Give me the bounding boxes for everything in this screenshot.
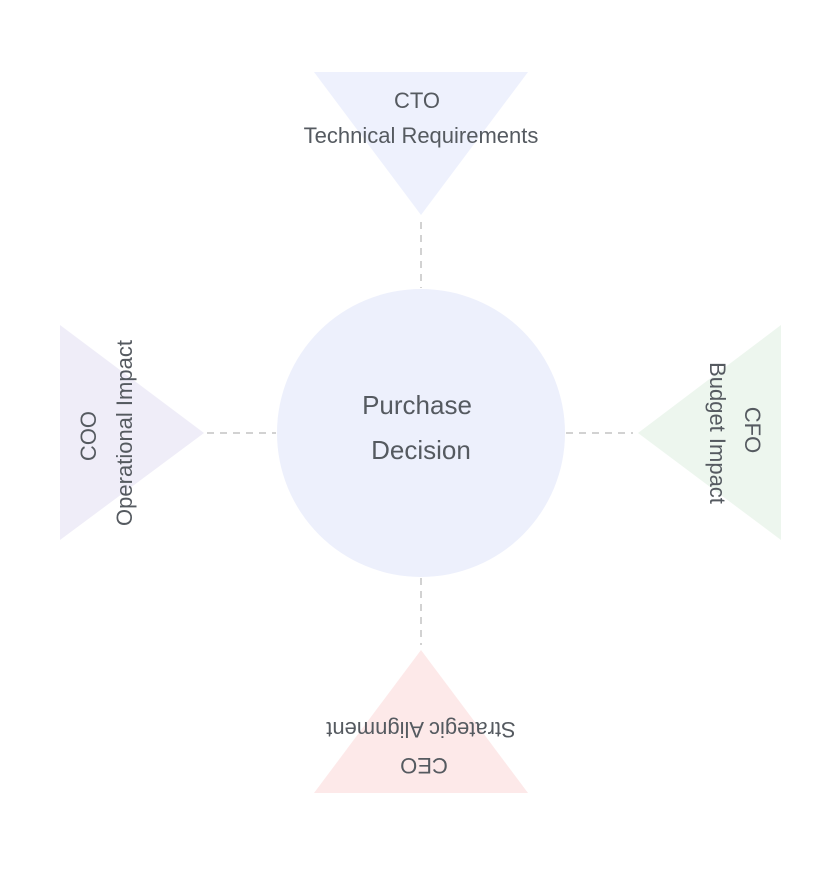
center-node: Purchase Decision	[277, 289, 565, 577]
stakeholder-cto: CTO Technical Requirements	[304, 72, 539, 215]
center-circle	[277, 289, 565, 577]
center-label-line1: Purchase	[362, 390, 472, 420]
cto-triangle	[314, 72, 528, 215]
center-label-line2: Decision	[371, 435, 471, 465]
cfo-focus-label: Budget Impact	[705, 362, 730, 504]
ceo-focus-label: Strategic Alignment	[326, 717, 516, 742]
cfo-triangle	[638, 325, 781, 540]
stakeholder-coo: COO Operational Impact	[60, 325, 204, 540]
cto-focus-label: Technical Requirements	[304, 123, 539, 148]
connectors	[207, 222, 633, 645]
coo-triangle	[60, 325, 204, 540]
stakeholder-ceo: CEO Strategic Alignment	[314, 650, 528, 793]
cto-role-label: CTO	[394, 88, 440, 113]
ceo-role-label: CEO	[400, 753, 448, 778]
ceo-triangle	[314, 650, 528, 793]
cfo-role-label: CFO	[740, 407, 765, 453]
coo-role-label: COO	[76, 411, 101, 461]
stakeholder-cfo: CFO Budget Impact	[638, 325, 781, 540]
coo-focus-label: Operational Impact	[112, 340, 137, 526]
